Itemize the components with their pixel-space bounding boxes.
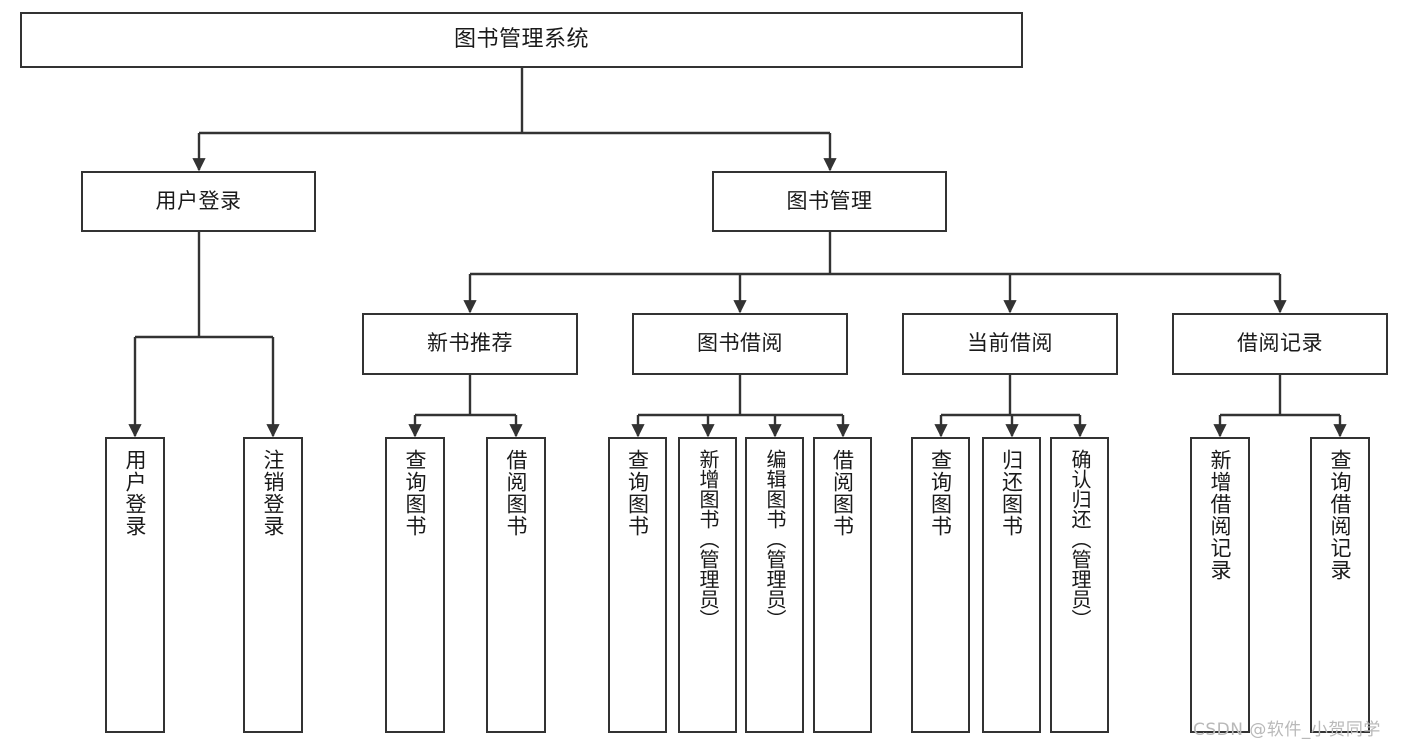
- node-leaf-user-logout[interactable]: 注销登录: [243, 437, 303, 733]
- node-leaf-add-borrow-record[interactable]: 新增借阅记录: [1190, 437, 1250, 733]
- node-leaf-query-book-1[interactable]: 查询图书: [385, 437, 445, 733]
- node-label-vertical: 用户登录: [123, 449, 148, 537]
- node-book-borrow[interactable]: 图书借阅: [632, 313, 848, 375]
- node-label-vertical: 查询借阅记录: [1328, 449, 1353, 581]
- node-leaf-edit-book[interactable]: 编辑图书（管理员）: [745, 437, 804, 733]
- node-label-vertical: 归还图书: [999, 449, 1024, 537]
- node-label-vertical: 确认归还（管理员）: [1068, 449, 1092, 629]
- node-label-vertical: 查询图书: [403, 449, 428, 537]
- node-leaf-return-book[interactable]: 归还图书: [982, 437, 1041, 733]
- node-label-vertical: 查询图书: [928, 449, 953, 537]
- node-leaf-query-book-3[interactable]: 查询图书: [911, 437, 970, 733]
- node-root[interactable]: 图书管理系统: [20, 12, 1023, 68]
- node-label-vertical: 借阅图书: [504, 449, 529, 537]
- node-label-vertical: 注销登录: [261, 449, 286, 537]
- node-leaf-user-login[interactable]: 用户登录: [105, 437, 165, 733]
- node-label-vertical: 编辑图书（管理员）: [763, 449, 787, 629]
- node-label-vertical: 查询图书: [625, 449, 650, 537]
- node-leaf-borrow-book-1[interactable]: 借阅图书: [486, 437, 546, 733]
- node-leaf-confirm-return[interactable]: 确认归还（管理员）: [1050, 437, 1109, 733]
- node-label-vertical: 新增图书（管理员）: [696, 449, 720, 629]
- watermark-csdn: CSDN @软件_小贺同学: [1193, 720, 1381, 740]
- node-book-manage[interactable]: 图书管理: [712, 171, 947, 232]
- node-leaf-add-book[interactable]: 新增图书（管理员）: [678, 437, 737, 733]
- node-borrow-record[interactable]: 借阅记录: [1172, 313, 1388, 375]
- node-leaf-query-borrow-record[interactable]: 查询借阅记录: [1310, 437, 1370, 733]
- node-label-vertical: 借阅图书: [830, 449, 855, 537]
- node-label-vertical: 新增借阅记录: [1208, 449, 1233, 581]
- node-user-login[interactable]: 用户登录: [81, 171, 316, 232]
- node-leaf-query-book-2[interactable]: 查询图书: [608, 437, 667, 733]
- node-current-borrow[interactable]: 当前借阅: [902, 313, 1118, 375]
- node-leaf-borrow-book-2[interactable]: 借阅图书: [813, 437, 872, 733]
- node-new-book-recommend[interactable]: 新书推荐: [362, 313, 578, 375]
